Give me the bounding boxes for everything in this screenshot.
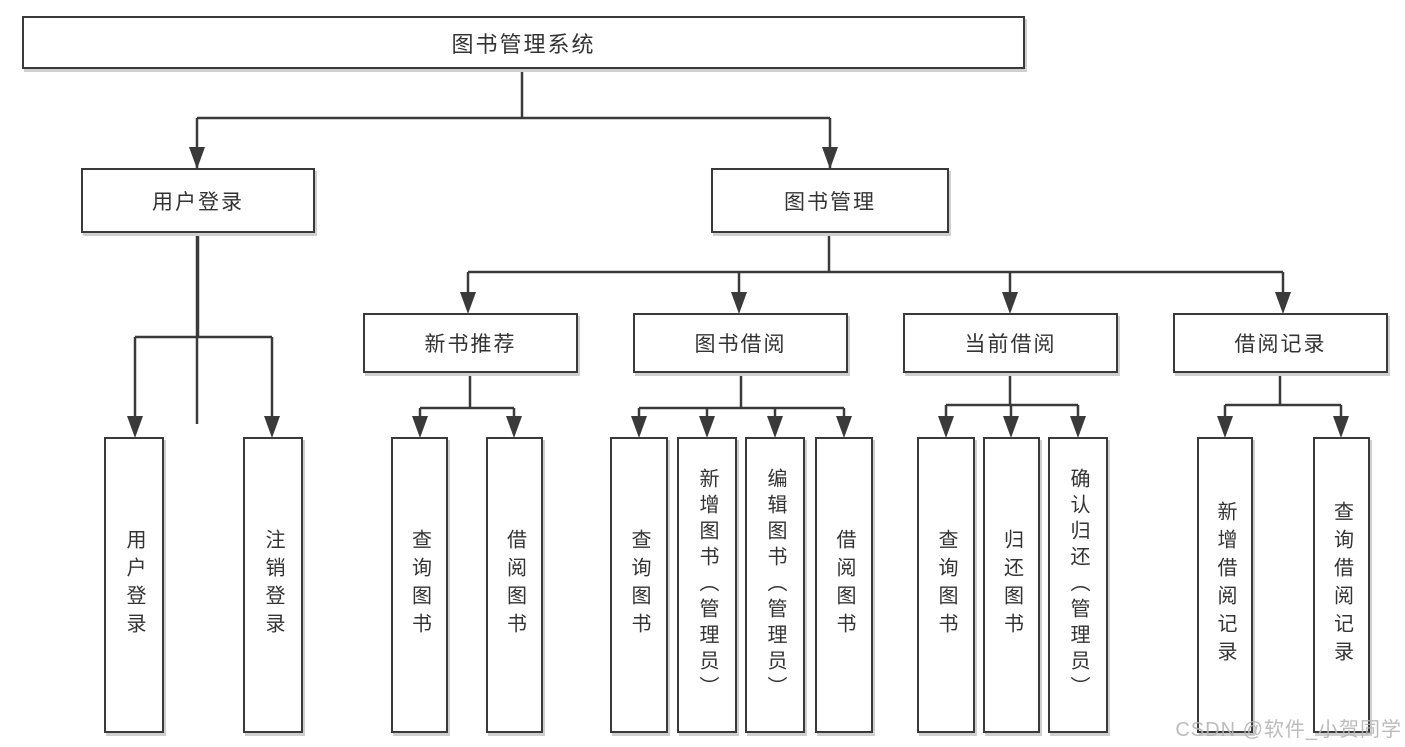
arrowhead — [264, 416, 280, 438]
node-leaf-query-books-3: 查询图书 — [917, 437, 975, 733]
node-leaf-return-books: 归还图书 — [983, 437, 1040, 733]
arrowhead — [699, 416, 715, 438]
csdn-watermark: CSDN @软件_小贺同学 — [1175, 719, 1402, 741]
node-leaf-query-books-2: 查询图书 — [610, 437, 668, 733]
arrowhead — [460, 292, 476, 314]
arrowhead — [1002, 292, 1018, 314]
arrowhead — [1275, 292, 1291, 314]
node-library-system-root: 图书管理系统 — [22, 16, 1025, 69]
node-borrowing-records: 借阅记录 — [1173, 313, 1388, 373]
node-leaf-add-borrow-record: 新增借阅记录 — [1197, 437, 1253, 733]
node-book-borrowing: 图书借阅 — [633, 313, 848, 373]
edge-userlogin-fork — [133, 233, 274, 424]
arrowhead — [822, 147, 838, 169]
edge-records-fork — [1223, 373, 1343, 424]
arrowhead — [767, 416, 783, 438]
node-leaf-logout: 注销登录 — [243, 437, 303, 733]
edge-newbook-fork — [418, 373, 516, 424]
node-current-borrowing: 当前借阅 — [903, 313, 1118, 373]
arrowhead — [189, 147, 205, 169]
arrowheads — [127, 147, 1349, 438]
node-user-login-branch: 用户登录 — [81, 168, 315, 233]
arrowhead — [1070, 416, 1086, 438]
node-leaf-borrow-books-1: 借阅图书 — [486, 437, 543, 733]
edge-bookmgmt-fork — [466, 233, 1285, 300]
node-book-management: 图书管理 — [711, 168, 949, 233]
arrowhead — [127, 416, 143, 438]
arrowhead — [506, 416, 522, 438]
node-leaf-add-books-admin: 新增图书（管理员） — [677, 437, 737, 733]
arrowhead — [1333, 416, 1349, 438]
node-leaf-query-borrow-record: 查询借阅记录 — [1313, 437, 1370, 733]
arrowhead — [1217, 416, 1233, 438]
arrowhead — [412, 416, 428, 438]
node-leaf-edit-books-admin: 编辑图书（管理员） — [745, 437, 805, 733]
node-new-book-recommend: 新书推荐 — [363, 313, 578, 373]
node-leaf-query-books-1: 查询图书 — [391, 437, 448, 733]
arrowhead — [938, 416, 954, 438]
edge-current-fork — [944, 373, 1080, 424]
edge-borrow-fork — [637, 373, 846, 424]
node-leaf-confirm-return-admin: 确认归还（管理员） — [1048, 437, 1108, 733]
arrowhead — [631, 416, 647, 438]
edge-root-to-level2 — [195, 69, 832, 424]
arrowhead — [1003, 416, 1019, 438]
arrowhead — [731, 292, 747, 314]
arrowhead — [836, 416, 852, 438]
node-leaf-user-login: 用户登录 — [104, 437, 164, 733]
node-leaf-borrow-books-2: 借阅图书 — [815, 437, 873, 733]
